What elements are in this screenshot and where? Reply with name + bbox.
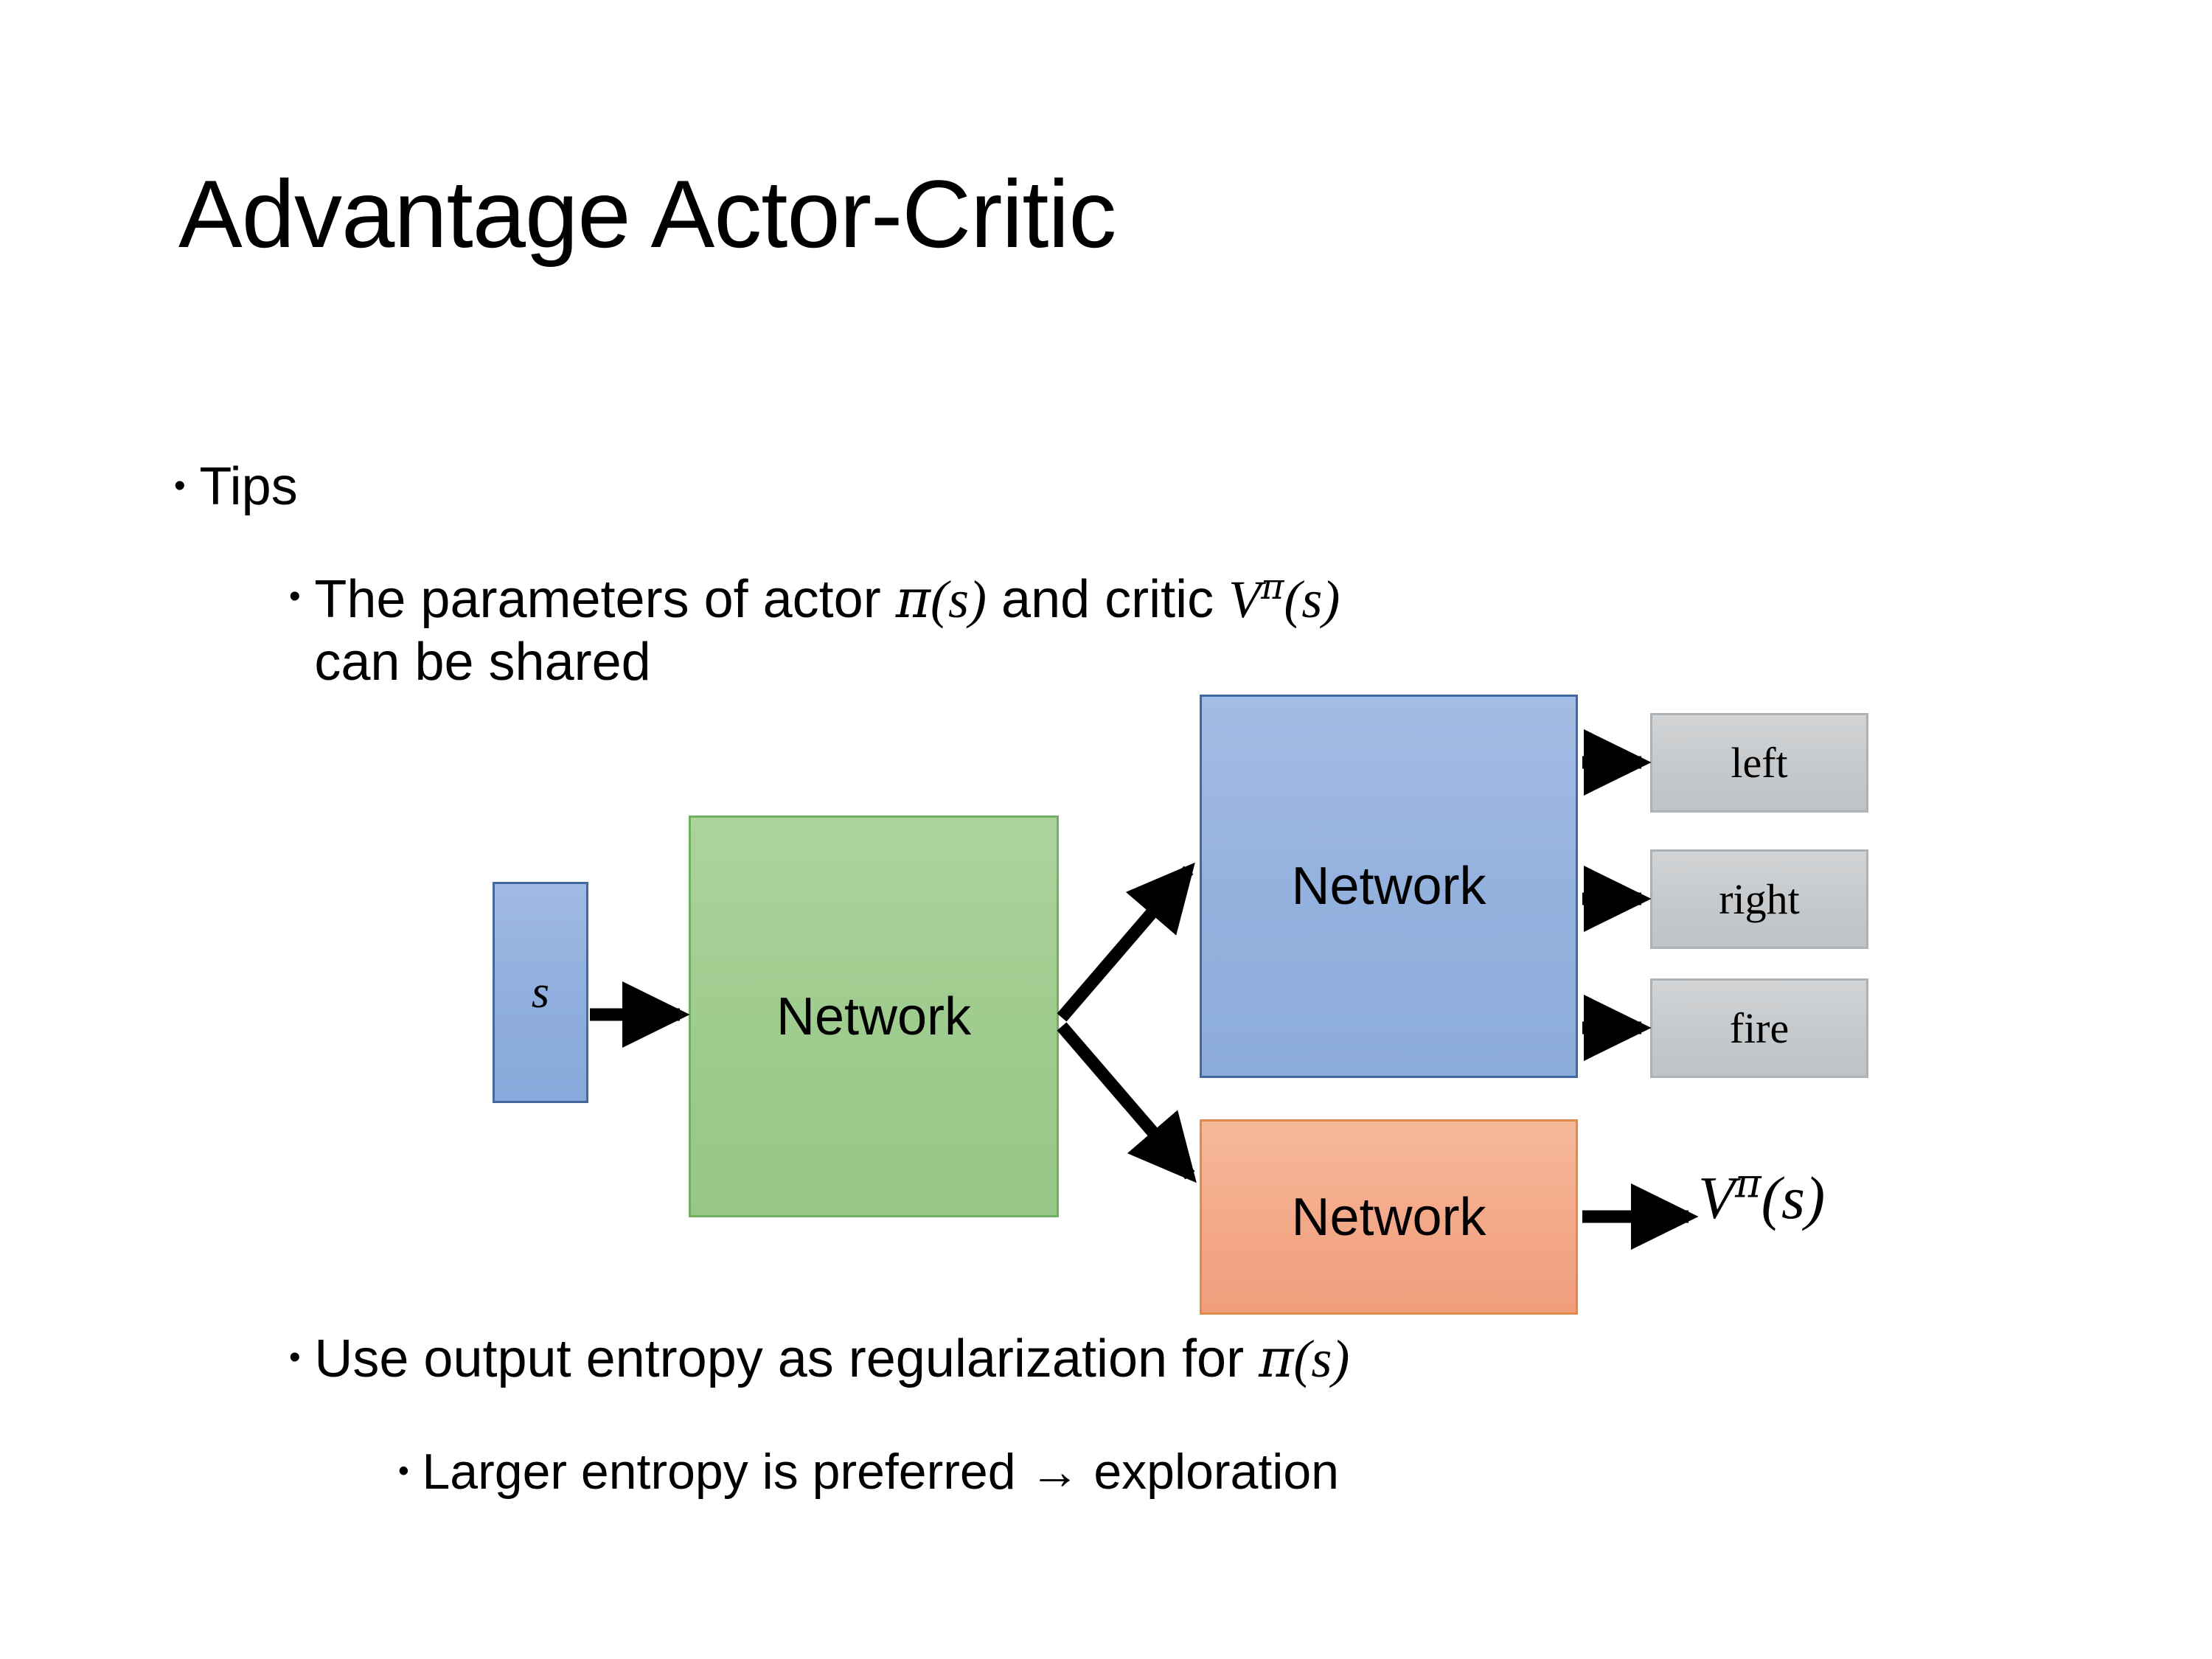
paren-s-2: (s) bbox=[1284, 570, 1340, 629]
action-output-fire: fire bbox=[1650, 978, 1868, 1078]
critic-network-label: Network bbox=[1291, 1187, 1486, 1247]
params-text-b: and critic bbox=[987, 570, 1229, 629]
params-line2: can be shared bbox=[314, 632, 651, 692]
bullet-shared-parameters-label: The parameters of actor π(s) and critic … bbox=[314, 568, 2022, 694]
action-output-left-label: left bbox=[1731, 739, 1788, 787]
shared-network-box: Network bbox=[689, 815, 1059, 1217]
bullet-glyph-icon: • bbox=[289, 577, 301, 614]
actor-network-label: Network bbox=[1291, 857, 1486, 916]
pi-symbol: π bbox=[1259, 1327, 1294, 1389]
bullet-entropy-regularization: • Use output entropy as regularization f… bbox=[289, 1329, 2059, 1389]
shared-network-label: Network bbox=[776, 987, 972, 1046]
bullet-entropy-label: Use output entropy as regularization for… bbox=[314, 1329, 2059, 1389]
value-v-symbol: V bbox=[1698, 1164, 1736, 1231]
bullet-larger-entropy: • Larger entropy is preferred → explorat… bbox=[398, 1444, 2094, 1500]
arrow-shared-to-actor bbox=[1057, 862, 1195, 1022]
action-output-right: right bbox=[1650, 849, 1868, 949]
value-pi-superscript: π bbox=[1735, 1160, 1761, 1207]
bullet-glyph-icon: • bbox=[174, 467, 186, 504]
pi-symbol: π bbox=[895, 568, 931, 630]
pi-superscript: π bbox=[1261, 567, 1284, 608]
input-state-box: s bbox=[493, 882, 588, 1103]
paren-s-3: (s) bbox=[1293, 1329, 1350, 1388]
action-output-left: left bbox=[1650, 713, 1868, 813]
critic-network-box: Network bbox=[1200, 1119, 1578, 1315]
paren-s-1: (s) bbox=[931, 570, 987, 629]
action-output-fire-label: fire bbox=[1729, 1004, 1790, 1052]
params-text-a: The parameters of actor bbox=[314, 570, 896, 629]
value-output-label: Vπ(s) bbox=[1698, 1164, 1825, 1233]
bullet-glyph-icon: • bbox=[398, 1453, 409, 1489]
bullet-shared-parameters: • The parameters of actor π(s) and criti… bbox=[289, 568, 2022, 694]
bullet-tips-label: Tips bbox=[199, 457, 298, 516]
bullet-tips: • Tips bbox=[174, 457, 1059, 517]
v-symbol: V bbox=[1228, 570, 1262, 629]
action-output-right-label: right bbox=[1719, 875, 1800, 923]
bullet-larger-entropy-label: Larger entropy is preferred → exploratio… bbox=[422, 1444, 1339, 1500]
actor-network-box: Network bbox=[1200, 695, 1578, 1078]
input-state-label: s bbox=[531, 967, 550, 1018]
bullet-glyph-icon: • bbox=[289, 1338, 301, 1375]
entropy-text: Use output entropy as regularization for bbox=[314, 1329, 1259, 1388]
arrow-shared-to-critic bbox=[1057, 1022, 1197, 1183]
page-title: Advantage Actor-Critic bbox=[178, 160, 1116, 268]
value-arg: (s) bbox=[1761, 1164, 1826, 1231]
